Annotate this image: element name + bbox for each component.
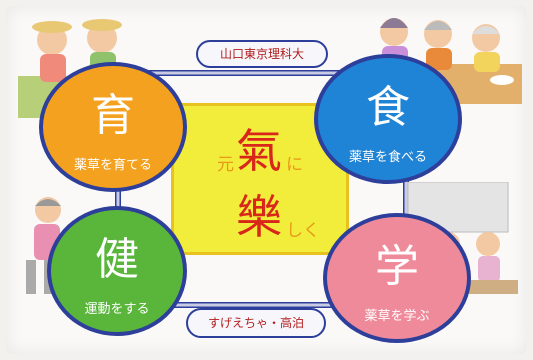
circle-ken-label: 運動をする (84, 302, 150, 317)
circle-gaku-label: 薬草を学ぶ (364, 309, 430, 324)
circle-gaku-kanji: 学 (375, 241, 419, 292)
center-char-ni: に (286, 155, 303, 175)
circle-shoku-kanji: 食 (366, 82, 410, 133)
circle-gaku: 学 薬草を学ぶ (323, 213, 471, 343)
circle-shoku-label: 薬草を食べる (348, 150, 427, 165)
center-char-raku: 樂 (236, 190, 282, 244)
center-char-shiku: しく (286, 221, 320, 241)
center-char-ki: 氣 (236, 124, 282, 178)
circle-iku-label: 薬草を育てる (73, 158, 152, 173)
center-char-gen: 元 (217, 155, 234, 175)
pill-university: 山口東京理科大 (196, 40, 328, 68)
circle-ken-kanji: 健 (95, 234, 139, 285)
circle-shoku: 食 薬草を食べる (314, 54, 462, 184)
circle-iku-kanji: 育 (91, 90, 135, 141)
circle-ken: 健 運動をする (47, 206, 187, 336)
pill-community: すげえちゃ・高泊 (186, 308, 326, 338)
circle-iku: 育 薬草を育てる (39, 62, 187, 192)
